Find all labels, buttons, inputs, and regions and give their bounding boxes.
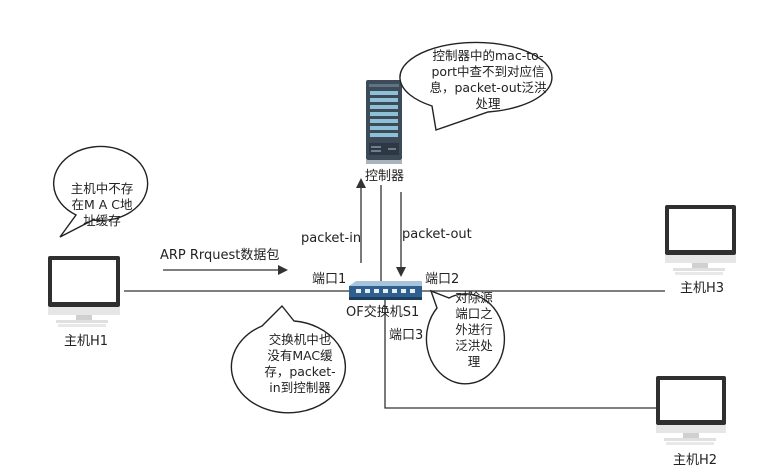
- controller-label: 控制器: [365, 169, 405, 184]
- host-h1-label: 主机H1: [64, 334, 109, 349]
- arp-request-label: ARP Rrquest数据包: [160, 248, 280, 263]
- flood-note-bubble: [425, 289, 506, 385]
- flood-note-line: 端口之: [455, 306, 493, 321]
- host-h2-monitor-icon: [656, 376, 726, 445]
- flood-note-line: 对除源: [455, 290, 493, 305]
- h1-note-text: 主机中不存 在M A C地 址缓存: [61, 181, 143, 229]
- host-h3-monitor-icon: [665, 205, 736, 275]
- host-h3-label: 主机H3: [680, 281, 725, 296]
- link-switch-h2: [384, 299, 656, 409]
- flood-note-line: 泛洪处: [455, 338, 493, 353]
- switch-note-line: 存，packet-: [264, 364, 336, 379]
- flood-note-line: 理: [467, 354, 481, 369]
- flood-note-text: 对除源 端口之 外进行 泛洪处 理: [447, 290, 501, 370]
- h1-note-line: 址缓存: [83, 213, 121, 228]
- h1-note-line: 在M A C地: [71, 197, 133, 212]
- switch-note-bubble: [230, 304, 347, 414]
- switch-note-line: 没有MAC缓: [267, 348, 333, 363]
- packet-in-label: packet-in: [301, 231, 362, 246]
- controller-note-line: port中查不到对应信: [431, 64, 545, 79]
- switch-note-line: 交换机中也: [268, 332, 332, 347]
- flood-note-line: 外进行: [455, 322, 493, 337]
- port-3-label: 端口3: [389, 328, 424, 343]
- host-h1-monitor-icon: [48, 256, 120, 327]
- switch-note-text: 交换机中也 没有MAC缓 存，packet- in到控制器: [252, 332, 348, 396]
- switch-icon: [349, 281, 422, 300]
- controller-note-line: 处理: [475, 96, 501, 111]
- h1-note-line: 主机中不存: [70, 181, 134, 196]
- h1-note-bubble: [53, 145, 149, 238]
- port-2-label: 端口2: [425, 272, 460, 287]
- port-1-label: 端口1: [312, 272, 347, 287]
- host-h2-label: 主机H2: [673, 453, 718, 468]
- controller-note-text: 控制器中的mac-to- port中查不到对应信 息，packet-out泛洪 …: [420, 48, 556, 112]
- switch-label: OF交换机S1: [346, 305, 420, 320]
- controller-note-line: 息，packet-out泛洪: [429, 80, 547, 95]
- packet-out-label: packet-out: [402, 227, 472, 242]
- controller-server-icon: [366, 80, 402, 164]
- controller-note-bubble: [399, 41, 553, 131]
- switch-note-line: in到控制器: [269, 380, 331, 395]
- controller-note-line: 控制器中的mac-to-: [432, 48, 544, 63]
